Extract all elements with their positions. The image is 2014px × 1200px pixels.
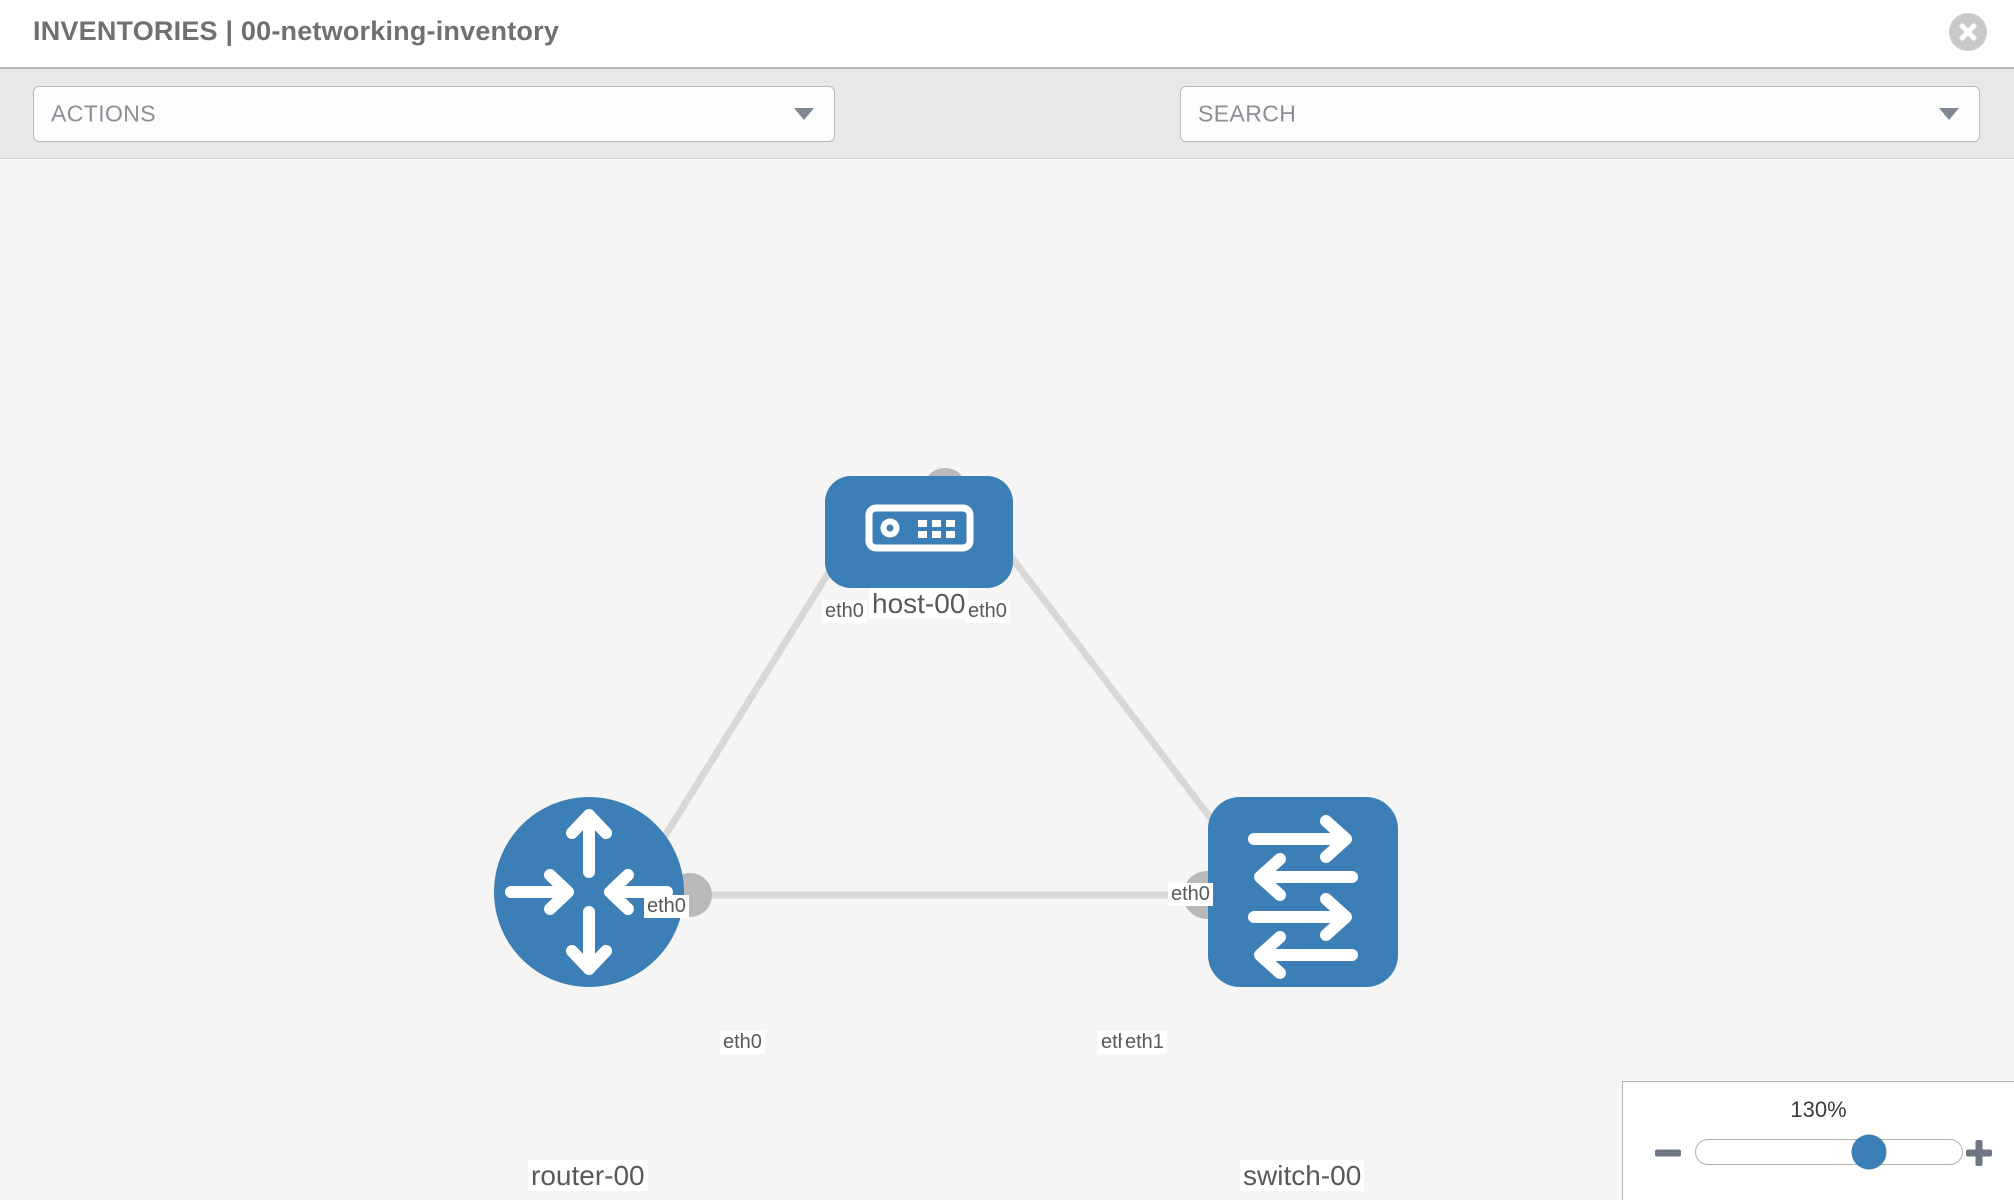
plus-icon-vertical [1975, 1140, 1983, 1166]
topology-canvas[interactable]: eth0 host-00 eth0 eth0 eth0 eth0 eth0 et… [0, 160, 2014, 1200]
page-header: INVENTORIES | 00-networking-inventory [0, 0, 2014, 69]
zoom-level-label: 130% [1790, 1097, 1847, 1122]
zoom-slider[interactable] [1695, 1134, 1963, 1170]
zoom-slider-handle[interactable] [1851, 1134, 1887, 1170]
interface-label: eth0 [1168, 883, 1213, 906]
node-host-00 [825, 476, 1013, 588]
node-label-router-00: router-00 [528, 1160, 648, 1192]
node-switch-00 [1208, 797, 1398, 987]
interface-label: eth0 [644, 895, 689, 918]
chevron-down-icon [1939, 108, 1959, 120]
toolbar: ACTIONS SEARCH [0, 69, 2014, 198]
node-label-switch-00: switch-00 [1240, 1160, 1365, 1192]
zoom-out-button[interactable] [1653, 1138, 1683, 1168]
node-router-00 [494, 797, 684, 987]
chevron-down-icon [794, 108, 814, 120]
interface-label: eth0 [965, 600, 1010, 623]
zoom-in-button[interactable] [1964, 1138, 1994, 1168]
interface-label: eth0 [720, 1031, 765, 1054]
actions-dropdown[interactable]: ACTIONS [33, 86, 835, 142]
zoom-control-panel: 130% [1622, 1081, 2014, 1200]
interface-label: eth1 [1122, 1031, 1167, 1054]
minus-icon [1655, 1149, 1681, 1157]
actions-dropdown-label: ACTIONS [51, 100, 157, 127]
node-label-host-00: host-00 [869, 588, 969, 620]
close-icon[interactable] [1949, 13, 1987, 51]
topology-graph [494, 468, 1398, 987]
page-title: INVENTORIES | 00-networking-inventory [33, 16, 560, 46]
interface-label: eth0 [822, 600, 867, 623]
search-placeholder: SEARCH [1198, 100, 1297, 127]
search-input[interactable]: SEARCH [1180, 86, 1980, 142]
